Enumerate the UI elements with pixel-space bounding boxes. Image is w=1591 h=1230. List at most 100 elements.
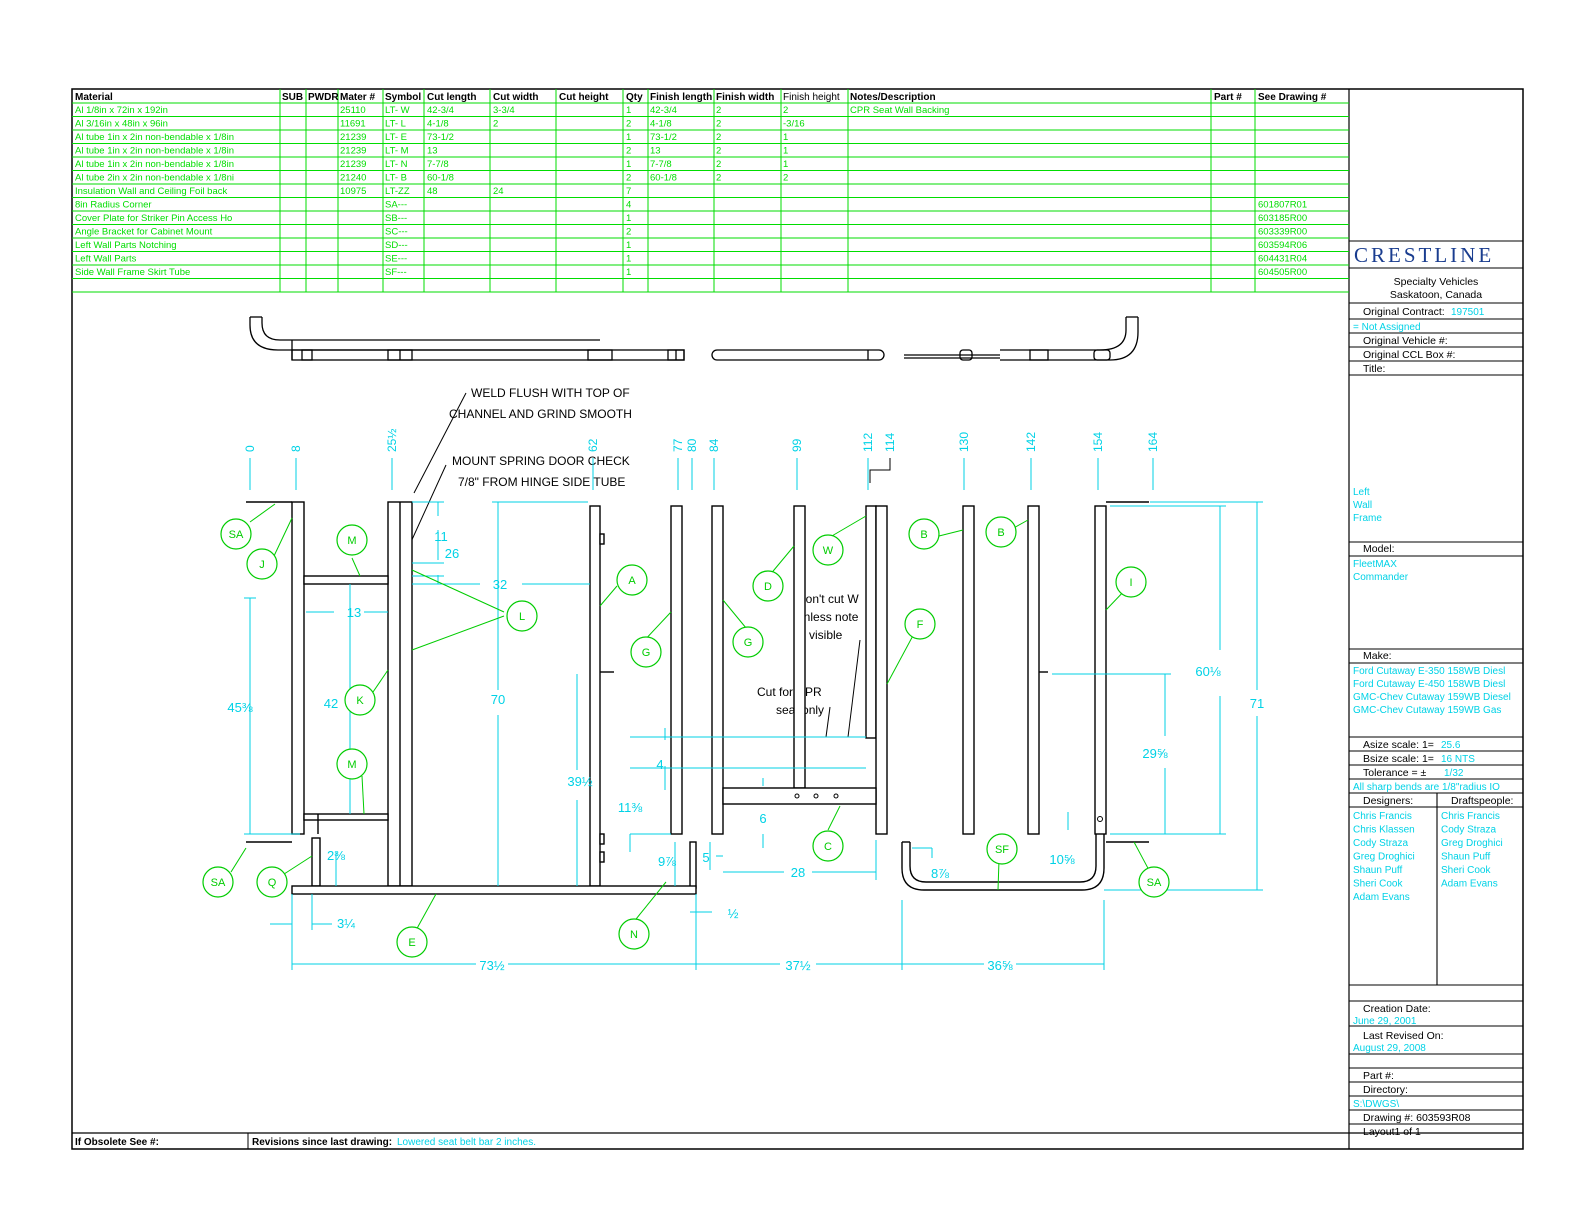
bom-cell-material: Insulation Wall and Ceiling Foil back bbox=[75, 186, 228, 197]
not-assigned-note: = Not Assigned bbox=[1353, 322, 1421, 333]
bom-cell-symbol: LT- M bbox=[385, 146, 409, 157]
draftsperson-name: Sheri Cook bbox=[1441, 865, 1491, 876]
bom-cell-mater: 21239 bbox=[340, 132, 366, 143]
bom-cell-finish-length: 60-1/8 bbox=[650, 173, 677, 184]
dimension-d37: 37½ bbox=[785, 958, 810, 973]
bom-cell-finish-width: 2 bbox=[716, 159, 721, 170]
skirt-tube-sf bbox=[901, 834, 1105, 891]
bom-cell-finish-height: -3/16 bbox=[783, 119, 805, 130]
bom-cell-qty: 2 bbox=[626, 227, 631, 238]
bom-cell-finish-width: 2 bbox=[716, 173, 721, 184]
bom-cell-mater: 11691 bbox=[340, 119, 366, 130]
ordinate-label: 77 bbox=[671, 438, 685, 452]
bom-header-symbol: Symbol bbox=[385, 92, 421, 103]
bom-header-finish-height: Finish height bbox=[783, 92, 840, 103]
callout-label: K bbox=[356, 695, 364, 707]
bom-cell-qty: 2 bbox=[626, 146, 631, 157]
bom-cell-finish-width: 2 bbox=[716, 105, 721, 116]
callout-label: A bbox=[628, 575, 636, 587]
dimension-d28: 28 bbox=[791, 865, 805, 880]
w-note-line2: unless note bbox=[797, 610, 859, 624]
dimension-d26: 26 bbox=[445, 546, 459, 561]
w-note-line1: Don't cut W bbox=[797, 592, 859, 606]
bom-cell-mater: 10975 bbox=[340, 186, 366, 197]
callout-f: F bbox=[904, 608, 936, 640]
bom-cell-material: Al tube 1in x 2in non-bendable x 1/8in bbox=[75, 159, 234, 170]
bom-cell-material: Al 3/16in x 48in x 96in bbox=[75, 119, 168, 130]
bom-cell-material: 8in Radius Corner bbox=[75, 200, 152, 211]
dimension-d3: 3¼ bbox=[337, 916, 355, 931]
callout-i: I bbox=[1115, 566, 1147, 598]
bom-row: Insulation Wall and Ceiling Foil back 109… bbox=[75, 186, 631, 197]
bom-row: Al tube 1in x 2in non-bendable x 1/8in 2 1… bbox=[75, 159, 788, 170]
bom-header-finish-width: Finish width bbox=[716, 92, 774, 103]
asize-label: Asize scale: 1= bbox=[1363, 739, 1434, 751]
dimension-d13: 13 bbox=[347, 605, 361, 620]
dimension-d42: 42 bbox=[324, 696, 338, 711]
revisions-label: Revisions since last drawing: bbox=[252, 1137, 392, 1148]
callout-n: N bbox=[618, 918, 650, 950]
orig-vehicle-label: Original Vehicle #: bbox=[1363, 335, 1448, 347]
bom-cell-mater: 21240 bbox=[340, 173, 366, 184]
bsize-label: Bsize scale: 1= bbox=[1363, 753, 1434, 765]
callout-label: M bbox=[347, 535, 356, 547]
bom-cell-material: Al tube 1in x 2in non-bendable x 1/8in bbox=[75, 146, 234, 157]
bom-cell-drawing: 601807R01 bbox=[1258, 200, 1307, 211]
bom-header-part-no: Part # bbox=[1214, 92, 1242, 103]
bends-note: All sharp bends are 1/8"radius IO bbox=[1353, 782, 1500, 793]
ordinate-label: 112 bbox=[861, 433, 875, 452]
bom-cell-qty: 1 bbox=[626, 159, 631, 170]
bom-header-material: Material bbox=[75, 92, 113, 103]
callout-label: B bbox=[997, 527, 1004, 539]
bom-cell-qty: 4 bbox=[626, 200, 631, 211]
bom-cell-cut-length: 60-1/8 bbox=[427, 173, 454, 184]
bom-header-pwdr: PWDR bbox=[308, 92, 339, 103]
callout-b: B bbox=[908, 518, 940, 550]
ordinate-label: 99 bbox=[790, 438, 804, 452]
callout-label: G bbox=[744, 637, 753, 649]
designer-name: Shaun Puff bbox=[1353, 865, 1403, 876]
make-value: GMC-Chev Cutaway 159WB Gas bbox=[1353, 705, 1501, 716]
bom-cell-cut-length: 7-7/8 bbox=[427, 159, 449, 170]
bom-cell-material: Al 1/8in x 72in x 192in bbox=[75, 105, 168, 116]
dimension-d73: 73½ bbox=[479, 958, 504, 973]
bom-cell-material: Side Wall Frame Skirt Tube bbox=[75, 267, 190, 278]
callout-m: M bbox=[336, 748, 368, 780]
bom-cell-symbol: SC--- bbox=[385, 227, 408, 238]
bom-cell-qty: 1 bbox=[626, 267, 631, 278]
dimension-d_half: ½ bbox=[728, 906, 739, 921]
callout-m: M bbox=[336, 524, 368, 556]
callout-k: K bbox=[344, 684, 376, 716]
ordinate-label: 164 bbox=[1146, 432, 1160, 452]
bom-cell-finish-length: 73-1/2 bbox=[650, 132, 677, 143]
callout-c: C bbox=[812, 830, 844, 862]
bom-cell-cut-length: 48 bbox=[427, 186, 438, 197]
callout-label: F bbox=[917, 619, 924, 631]
draftsperson-name: Greg Droghici bbox=[1441, 838, 1503, 849]
bom-cell-symbol: LT- W bbox=[385, 105, 410, 116]
weld-note-line1: WELD FLUSH WITH TOP OF bbox=[471, 386, 630, 400]
bom-cell-finish-height: 2 bbox=[783, 173, 788, 184]
bom-header-cut-width: Cut width bbox=[493, 92, 539, 103]
ordinate-label: 114 bbox=[883, 433, 897, 452]
cpr-note-line1: Cut for CPR bbox=[757, 685, 822, 699]
callout-a: A bbox=[616, 564, 648, 596]
designer-name: Greg Droghici bbox=[1353, 852, 1415, 863]
bom-cell-symbol: LT- N bbox=[385, 159, 408, 170]
title-value-line1: Left bbox=[1353, 487, 1370, 498]
bom-cell-finish-length: 42-3/4 bbox=[650, 105, 677, 116]
orig-contract-label: Original Contract: bbox=[1363, 306, 1445, 318]
callout-sa: SA bbox=[202, 866, 234, 898]
directory-value: S:\DWGS\ bbox=[1353, 1099, 1399, 1110]
callout-label: G bbox=[642, 647, 651, 659]
title-value-line3: Frame bbox=[1353, 513, 1382, 524]
callout-label: SF bbox=[995, 844, 1009, 856]
top-view-tube bbox=[249, 316, 1139, 361]
